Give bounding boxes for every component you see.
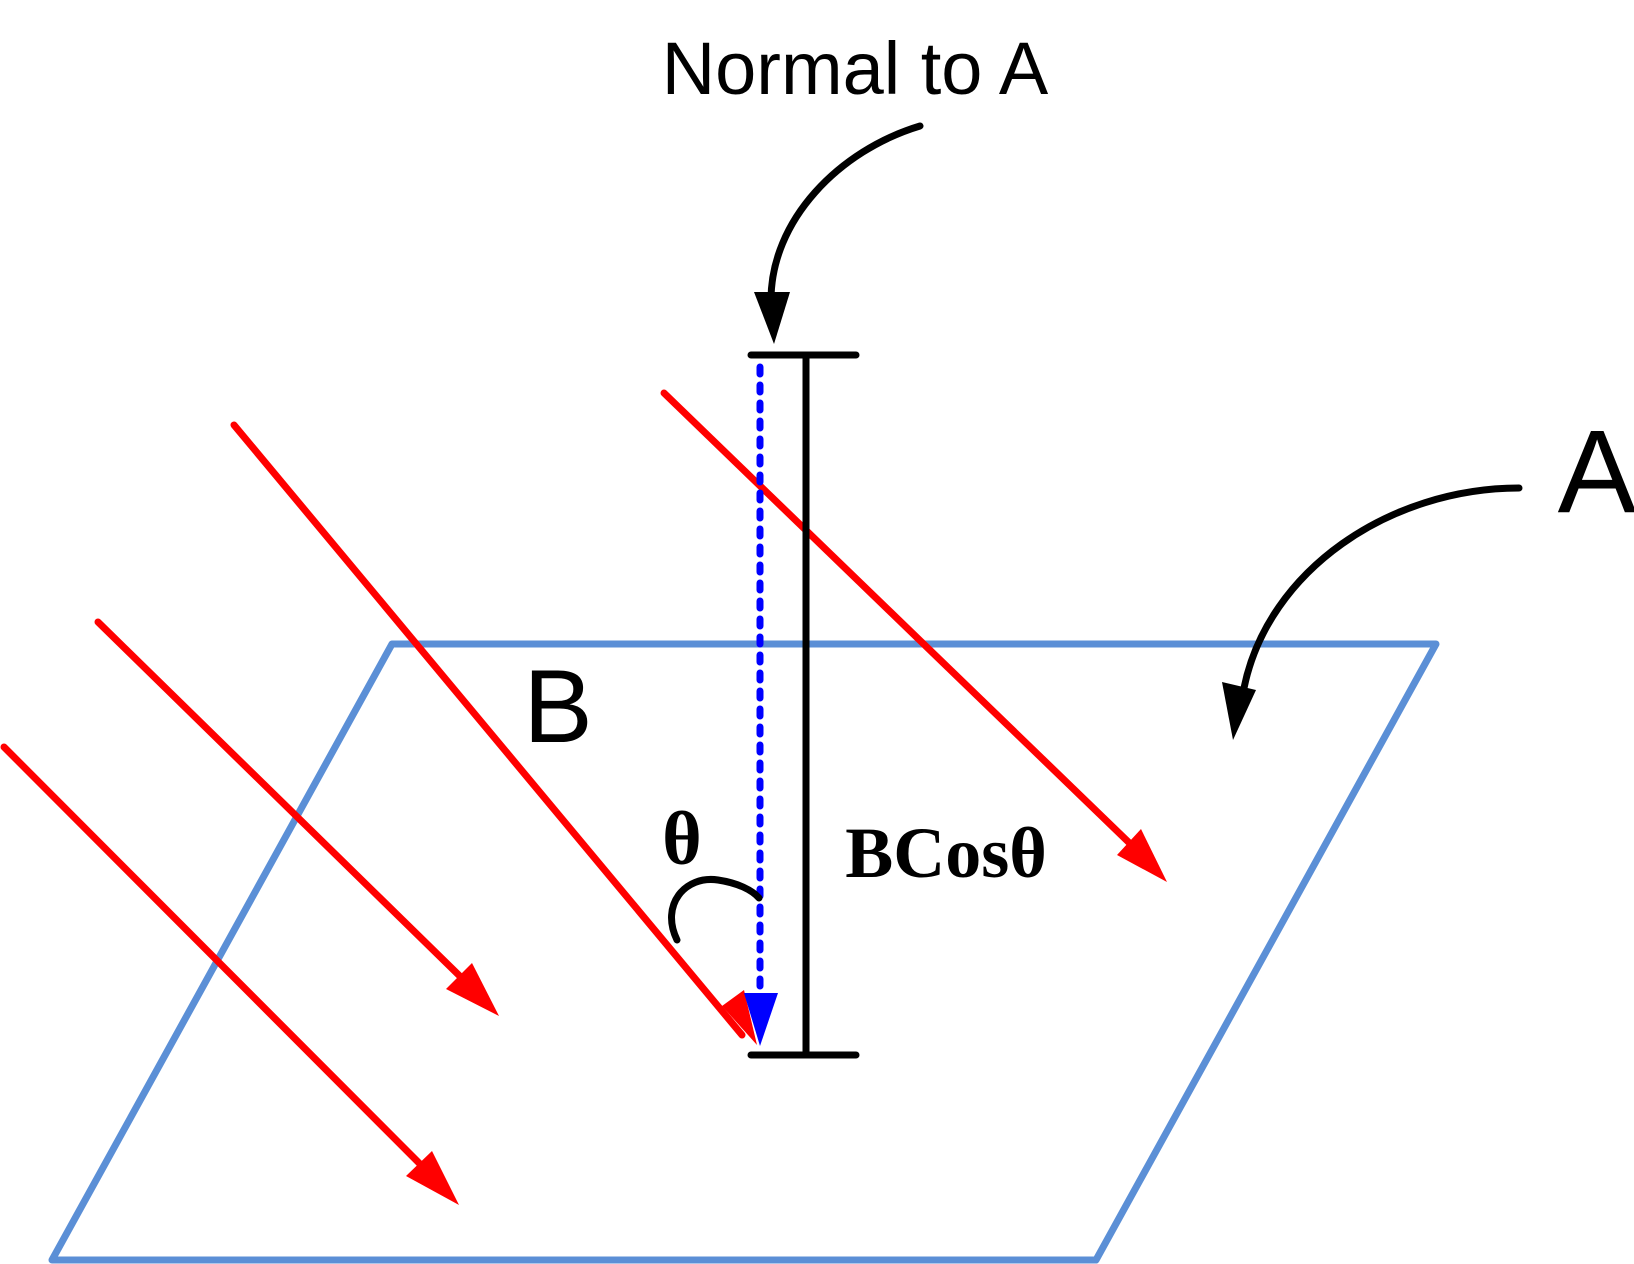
field-line-2 [660, 389, 1150, 863]
component-label: BCosθ [845, 813, 1047, 893]
curved-arrow-icon [1222, 682, 1256, 740]
field-line-2-arrowhead [1117, 829, 1167, 882]
angle-arc [668, 875, 763, 944]
normal-label: Normal to A [662, 27, 1049, 110]
curved-arrow-icon [754, 292, 790, 344]
field-line-3 [94, 618, 476, 992]
surface-label: A [1558, 406, 1634, 538]
component-dimension-bar [747, 351, 860, 1059]
field-line-3-arrowhead [446, 963, 499, 1016]
surface-a-outline [48, 640, 1440, 1264]
field-line-4 [0, 743, 438, 1182]
field-line-1 [230, 421, 746, 1039]
normal-pointer-curve [767, 122, 924, 306]
angle-label: θ [662, 797, 702, 881]
field-line-4-arrowhead [406, 1151, 459, 1205]
surface-pointer-curve [1240, 484, 1523, 692]
field-label: B [523, 649, 592, 765]
normal-vector-arrowhead [744, 993, 778, 1046]
field-line-1-arrowhead [722, 990, 757, 1045]
field-lines [0, 389, 1167, 1205]
